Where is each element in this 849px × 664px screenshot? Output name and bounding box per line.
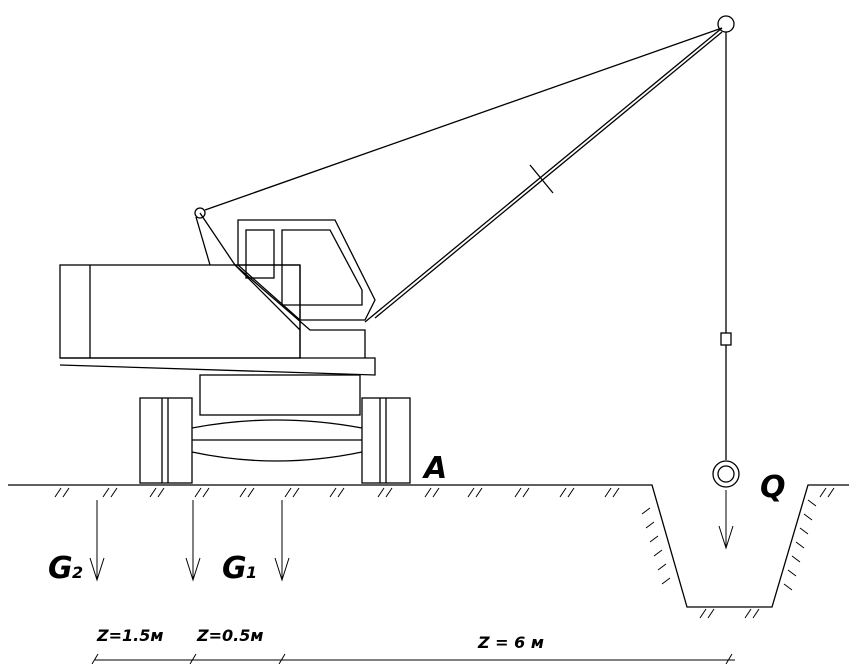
crane-tracks bbox=[139, 397, 411, 484]
dimension-label-1: Z=1.5м bbox=[96, 626, 163, 645]
ground-line bbox=[8, 484, 849, 608]
hoist-rope bbox=[712, 32, 740, 488]
dimension-label-3: Z = 6 м bbox=[477, 633, 544, 652]
dimension-line bbox=[91, 653, 735, 664]
weight-g1-label: G bbox=[222, 551, 247, 586]
dimension-label-2: Z=0.5м bbox=[196, 626, 263, 645]
crane-boom bbox=[204, 15, 735, 323]
load-q-label: Q bbox=[760, 470, 786, 505]
crane-body bbox=[59, 207, 376, 416]
ground-hatching bbox=[54, 487, 835, 619]
force-arrows bbox=[89, 490, 734, 582]
weight-g2-label: G bbox=[48, 551, 73, 586]
weight-g2-subscript: 2 bbox=[72, 563, 83, 582]
crane-cab bbox=[237, 219, 376, 321]
point-a-label: A bbox=[422, 451, 447, 486]
weight-g1-subscript: 1 bbox=[246, 563, 257, 582]
